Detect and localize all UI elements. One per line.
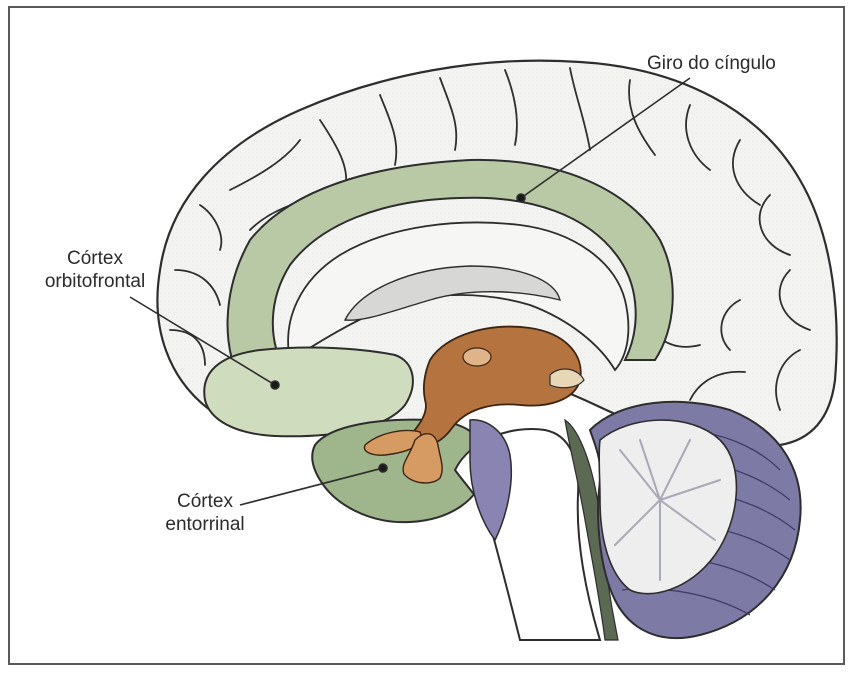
orbitofrontal-dot (271, 381, 279, 389)
orbitofrontal-cortex-label: Córtex orbitofrontal (30, 247, 160, 293)
orbitofrontal-label-line2: orbitofrontal (30, 270, 160, 293)
entorhinal-label-line1: Córtex (150, 490, 260, 513)
entorhinal-label-line2: entorrinal (150, 513, 260, 536)
cingulate-gyrus-label: Giro do cíngulo (647, 52, 776, 75)
entorhinal-cortex-label: Córtex entorrinal (150, 490, 260, 536)
mammillary-body (463, 348, 491, 366)
cingulate-dot (517, 194, 525, 202)
entorhinal-dot (379, 464, 387, 472)
orbitofrontal-label-line1: Córtex (30, 247, 160, 270)
